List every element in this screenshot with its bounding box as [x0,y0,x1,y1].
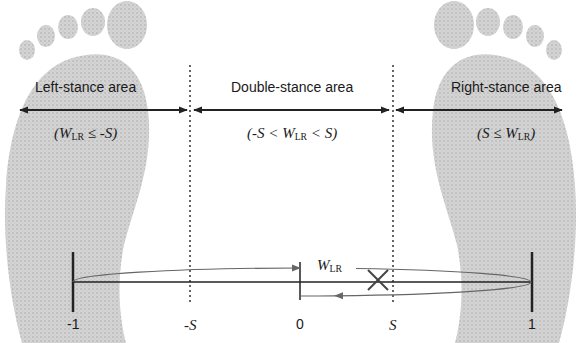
region-name: Left-stance area [35,80,136,95]
current-value-marker [368,270,388,290]
region-condition: (WLR ≤ -S) [54,125,117,143]
region-condition: (-S < WLR < S) [247,125,337,143]
left-foot [5,1,149,343]
axis-value: -S [184,317,197,334]
threshold-line [189,65,191,305]
region-condition: (S ≤ WLR) [477,125,535,143]
axis-value: 1 [528,317,536,332]
axis-value: S [389,317,397,334]
right-region-arrow [396,109,562,111]
region-name: Right-stance area [451,80,562,95]
right-foot [432,1,576,343]
double-region-arrow [194,109,389,111]
left-region-arrow [20,109,187,111]
cycle-path [73,268,300,282]
cycle-path [300,295,335,296]
variable-label: WLR [315,257,344,275]
cycle-path [335,269,531,296]
axis-line [73,281,532,283]
axis-value: 0 [296,317,304,332]
axis-value: -1 [67,317,79,332]
region-name: Double-stance area [231,80,353,95]
